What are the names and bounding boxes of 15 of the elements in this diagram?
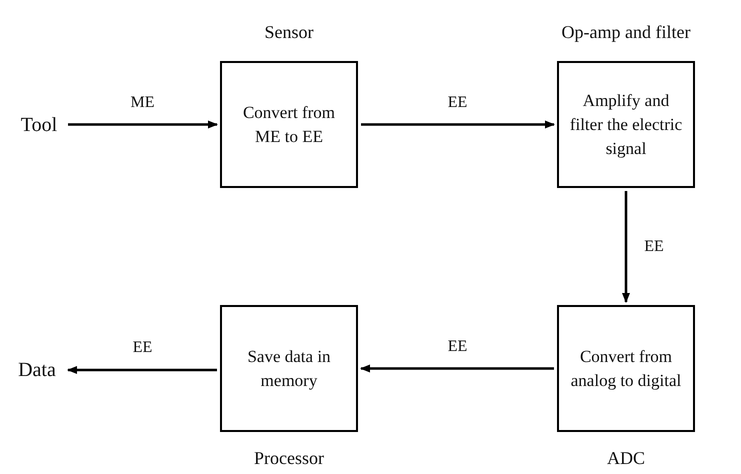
node-label: Tool [20, 114, 58, 136]
box-heading: Op-amp and filter [562, 22, 690, 43]
arrow [361, 120, 555, 128]
arrow [360, 364, 554, 372]
box-heading: ADC [607, 448, 645, 469]
arrow [67, 366, 217, 374]
arrow [68, 120, 218, 128]
node-label: Data [18, 358, 56, 382]
box-text: Save data in memory [246, 346, 332, 392]
arrow [622, 191, 630, 303]
box-text: Amplify and filter the electric signal [568, 90, 684, 160]
box-text: Convert from ME to EE [242, 102, 336, 148]
box-text: Convert from analog to digital [570, 346, 682, 392]
box-heading: Processor [254, 448, 324, 469]
box-heading: Sensor [264, 22, 314, 43]
